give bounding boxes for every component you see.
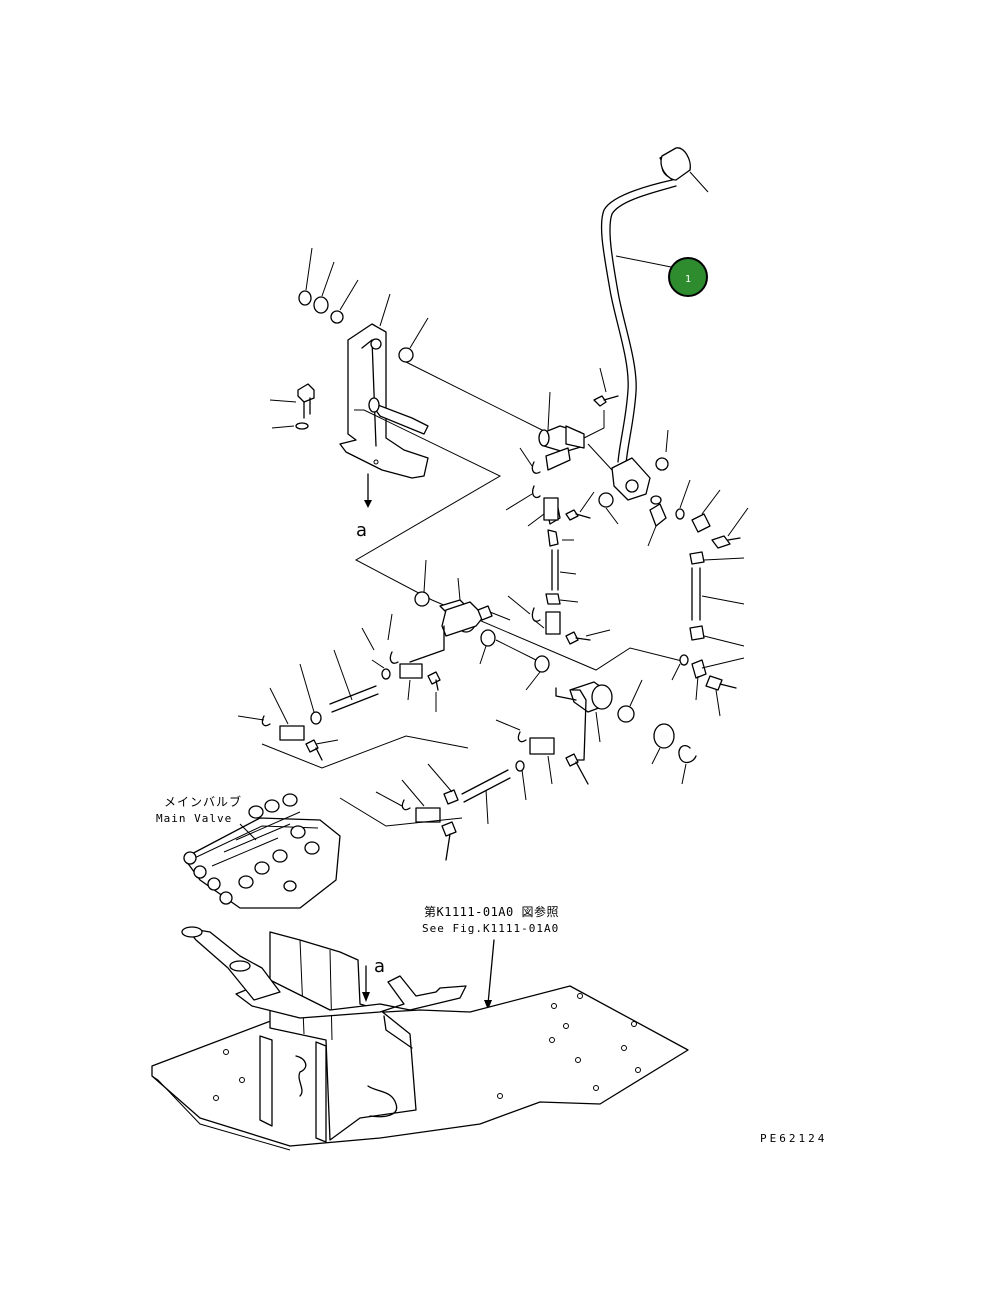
retaining-rings — [298, 247, 429, 363]
drawing-code: PE62124 — [760, 1132, 827, 1145]
callout-1[interactable]: 1 — [668, 257, 708, 297]
svg-text:第K1111-01A0 図参照: 第K1111-01A0 図参照 — [424, 904, 559, 919]
floor-plate — [151, 985, 689, 1151]
arrow-a-lower: a — [362, 956, 385, 1002]
rod-middle — [507, 529, 611, 645]
rod-chain-upper — [237, 613, 469, 769]
bolt-left — [269, 383, 315, 430]
svg-text:a: a — [356, 520, 367, 541]
main-valve: メインバルブ Main Valve — [156, 793, 341, 909]
lever-knob — [660, 147, 709, 193]
clevis-joint — [538, 391, 613, 471]
bushing-right — [598, 479, 749, 549]
control-lever — [600, 147, 691, 465]
turnbuckle-right — [671, 551, 745, 717]
bellcrank-lower — [555, 679, 697, 785]
see-fig-note: 第K1111-01A0 図参照 See Fig.K1111-01A0 — [422, 904, 559, 1010]
svg-text:a: a — [374, 956, 385, 977]
svg-text:メインバルブ: メインバルブ — [164, 794, 242, 809]
svg-text:See Fig.K1111-01A0: See Fig.K1111-01A0 — [422, 922, 559, 935]
svg-text:Main Valve: Main Valve — [156, 812, 232, 825]
pedestal — [181, 926, 467, 1143]
bolt-top — [593, 367, 619, 407]
shaft-assembly-middle — [409, 559, 550, 691]
lever-base-block — [611, 429, 669, 501]
rod-chain-lower — [339, 719, 589, 861]
arrow-a-upper: a — [356, 473, 372, 541]
cotter-pins — [505, 447, 541, 511]
yoke-upper — [527, 491, 595, 527]
pedal-bracket — [339, 323, 429, 479]
callout-number: 1 — [685, 274, 691, 285]
